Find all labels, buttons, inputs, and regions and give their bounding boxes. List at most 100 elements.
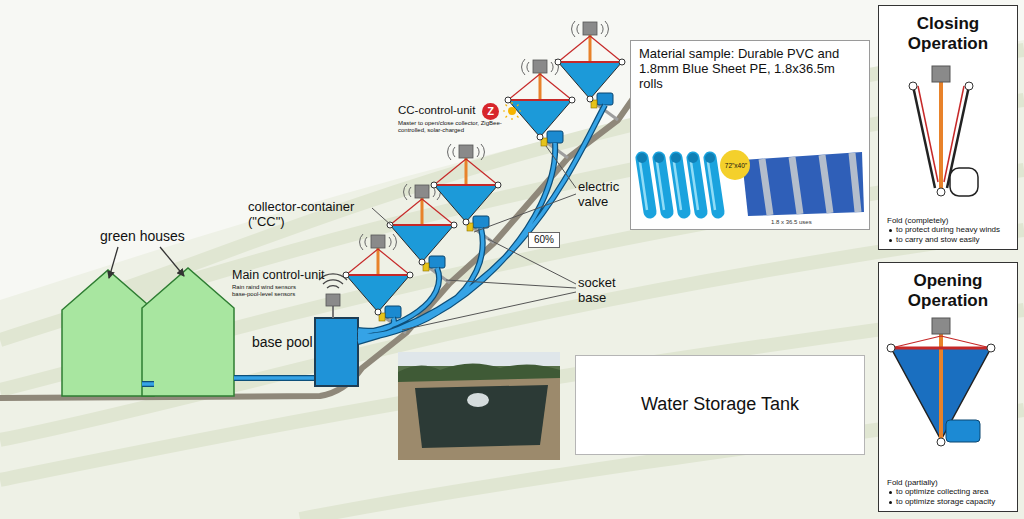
storage-tank-box: Water Storage Tank [575, 355, 865, 455]
control-unit [932, 66, 950, 82]
pipe-end [688, 153, 698, 163]
part-note: Master to open/close collector, ZigBee-c… [398, 120, 510, 134]
material-sample-box: Material sample: Durable PVC and 1.8mm B… [630, 40, 870, 230]
panel-fill [878, 262, 1018, 512]
roll-size-note: 1.8 x 36.5 uses [771, 219, 812, 226]
hill [0, 40, 1024, 519]
bullet-note: to optimize collecting area [887, 487, 1012, 497]
note-heading: Fold (partially) [887, 478, 1012, 488]
panel-fill [575, 355, 865, 455]
closing-operation-box: Closing OperationFold (completely)to pro… [878, 5, 1018, 250]
note-block: Fold (completely)to protect during heavy… [887, 216, 1012, 245]
hinge [887, 344, 895, 352]
bullet-dot [889, 491, 892, 494]
rod [939, 334, 943, 440]
part-name: socket base [578, 276, 628, 306]
opening-illustration [887, 318, 995, 446]
closing-illustration [909, 66, 978, 196]
collector-container [431, 144, 501, 243]
roll-size-badge: 72"x40" [721, 162, 751, 169]
terraces [0, 50, 1024, 519]
size-badge [720, 150, 750, 180]
pipe-outline [358, 105, 605, 342]
part-name: Main control-unit [232, 268, 324, 282]
hillside-path [0, 60, 660, 398]
guy-wire [891, 336, 941, 348]
leader-line [474, 194, 576, 232]
bullet-note: to carry and stow easily [887, 235, 1012, 245]
greenhouse [62, 270, 154, 396]
bullet-dot [889, 229, 892, 232]
pipe [142, 378, 315, 384]
pe-sheet [742, 152, 864, 216]
rim [891, 347, 991, 350]
photo-bank [398, 378, 560, 460]
pipe [358, 105, 605, 342]
pipe-end [705, 153, 715, 163]
material-sample-images [637, 150, 864, 216]
pointer-arrow [109, 247, 118, 278]
leader-line [446, 280, 576, 288]
pipe-end [671, 153, 681, 163]
pipe-outline [142, 378, 315, 384]
percentage-value: 60% [529, 234, 559, 246]
note-block: Fold (partially)to optimize collecting a… [887, 478, 1012, 507]
leader-line [546, 146, 576, 188]
leader-line [402, 292, 576, 330]
part-name: base pool [252, 334, 313, 350]
opening-operation-box: Opening OperationFold (partially)to opti… [878, 262, 1018, 512]
collector-container [555, 21, 625, 120]
note-heading: Fold (completely) [887, 216, 1012, 226]
panel-fill [630, 40, 870, 230]
zigbee-letter: Z [482, 105, 499, 118]
material-caption: Material sample: Durable PVC and 1.8mm B… [639, 47, 861, 92]
part-name: green houses [100, 228, 185, 244]
percentage-box: 60% [528, 232, 560, 248]
panel-title: Closing Operation [887, 14, 1009, 53]
guy-wire [941, 336, 991, 348]
hinge [909, 82, 917, 90]
leader-line [372, 208, 392, 226]
control-unit [932, 318, 950, 334]
hinge [937, 438, 945, 446]
bullet-dot [889, 501, 892, 504]
container [946, 420, 980, 442]
container [950, 168, 978, 196]
bullet-note: to optimize storage capacity [887, 497, 1012, 507]
rod [939, 82, 943, 190]
panel-fill [878, 5, 1018, 250]
base-pool [315, 318, 358, 386]
house-pipes [142, 378, 315, 384]
hinge [937, 188, 945, 196]
pool-photo [398, 352, 560, 460]
rod [332, 306, 334, 318]
photo-fountain [467, 393, 489, 407]
sun [508, 107, 516, 115]
photo-sky [398, 352, 560, 460]
bullet-note: to protect during heavy winds [887, 225, 1012, 235]
folded-sheet [913, 86, 935, 188]
rim [918, 86, 938, 182]
part-name: collector-container ("CC") [248, 200, 376, 230]
pointer-arrow [160, 247, 184, 276]
zigbee-badge: Z [482, 103, 499, 120]
pipe-highlight [640, 162, 715, 210]
hinge [987, 344, 995, 352]
collector-container [505, 59, 575, 158]
leader-lines [372, 146, 576, 330]
pipe-end [637, 153, 647, 163]
panel-title: Opening Operation [887, 271, 1009, 310]
photo-water [415, 385, 548, 448]
pipe-end [654, 153, 664, 163]
hinge [965, 82, 973, 90]
greenhouse [142, 268, 234, 396]
collector-pipes [358, 105, 605, 342]
solar-icon [503, 102, 521, 120]
part-name: electric valve [578, 180, 634, 210]
part-note: Rain raind wind sensors base-pool-level … [232, 284, 312, 298]
part-name: CC-control-unit [398, 104, 475, 117]
bullet-dot [889, 239, 892, 242]
